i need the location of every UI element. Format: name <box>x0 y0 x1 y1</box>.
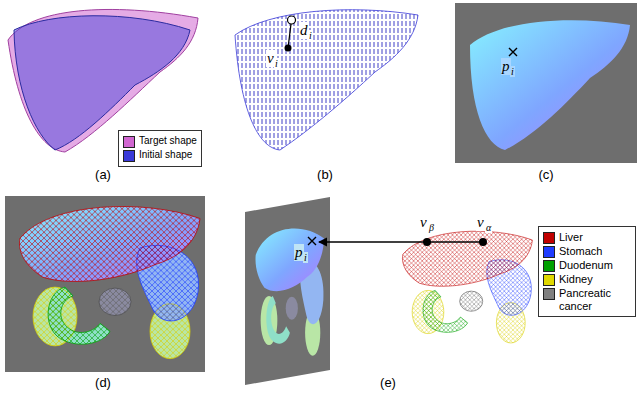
legend-swatch <box>543 232 555 244</box>
vertex-dot <box>479 238 487 246</box>
render-background <box>455 3 637 163</box>
legend-swatch <box>543 288 555 300</box>
panel-label: (e) <box>379 376 397 390</box>
panel-label: (d) <box>94 376 112 390</box>
legend-swatch <box>543 260 555 272</box>
legend-entry: Kidney <box>543 273 631 286</box>
vertex-dot <box>423 238 431 246</box>
vertex-dot <box>285 45 292 52</box>
displacement-field <box>235 10 418 150</box>
render-background <box>5 196 205 372</box>
legend-entry: Stomach <box>543 245 631 258</box>
subscript: i <box>274 58 279 69</box>
legend-swatch <box>543 274 555 286</box>
legend-entry: Pancreatic cancer <box>543 287 631 312</box>
panel-label: (b) <box>316 168 334 182</box>
legend-swatch <box>123 136 135 148</box>
target-dot <box>288 16 296 24</box>
legend-box: Target shapeInitial shape <box>118 130 202 167</box>
subscript: i <box>303 252 308 263</box>
legend-entry: Target shape <box>123 135 197 148</box>
legend-text: Stomach <box>559 245 602 258</box>
subscript: i <box>308 30 313 41</box>
legend-entry: Initial shape <box>123 149 197 162</box>
projected-render <box>255 228 324 355</box>
legend-entry: Liver <box>543 231 631 244</box>
legend-text: Pancreatic cancer <box>559 287 631 312</box>
legend-entry: Duodenum <box>543 259 631 272</box>
organ-render <box>19 206 200 358</box>
pixel-mark <box>509 48 517 56</box>
symbol-label: v <box>476 214 485 231</box>
subscript: α <box>485 222 492 233</box>
legend-box: LiverStomachDuodenumKidneyPancreatic can… <box>538 226 636 317</box>
legend-text: Kidney <box>559 273 593 286</box>
legend-text: Duodenum <box>559 259 613 272</box>
symbol-label: v <box>419 214 428 231</box>
image-plane <box>245 197 330 385</box>
panel-label: (a) <box>94 168 112 182</box>
legend-swatch <box>543 246 555 258</box>
projection-ray <box>319 241 483 242</box>
legend-text: Initial shape <box>139 149 192 161</box>
organ-wireframe <box>402 231 532 343</box>
subscript: β <box>428 222 435 233</box>
legend-swatch <box>123 150 135 162</box>
pixel-mark <box>308 237 316 245</box>
legend-text: Target shape <box>139 135 197 147</box>
panel-label: (c) <box>537 168 554 182</box>
displacement-line <box>288 24 291 48</box>
liver-render <box>470 20 630 150</box>
subscript: i <box>510 66 515 77</box>
legend-text: Liver <box>559 231 583 244</box>
